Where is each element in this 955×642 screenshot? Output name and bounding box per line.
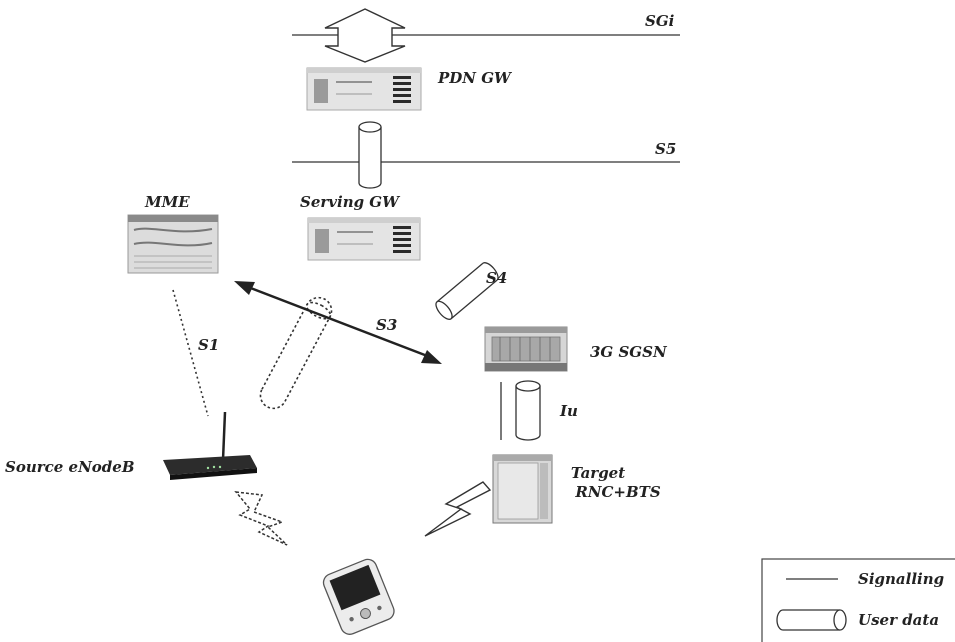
iu-label: Iu — [559, 402, 578, 420]
sgi-double-arrow — [324, 8, 406, 63]
iu-user-data-tunnel — [515, 380, 541, 441]
source-enodeb-label: Source eNodeB — [5, 458, 135, 476]
legend-signalling-label: Signalling — [858, 570, 944, 588]
target-label-line1: Target — [571, 464, 625, 482]
target-label-line2: RNC+BTS — [574, 483, 661, 501]
pdn-gw-label: PDN GW — [437, 69, 513, 87]
s1-label: S1 — [198, 336, 219, 354]
serving-gw-label: Serving GW — [300, 193, 401, 211]
radio-link-source-icon — [234, 491, 288, 546]
s3-signalling-arrow — [234, 281, 442, 364]
s1-signalling-line — [172, 289, 209, 417]
s4-label: S4 — [486, 269, 507, 287]
s3-label: S3 — [376, 316, 397, 334]
s5-user-data-tunnel — [358, 121, 382, 189]
legend-user-data-label: User data — [858, 611, 939, 629]
s4-user-data-tunnel — [435, 262, 499, 320]
s5-label: S5 — [655, 140, 676, 158]
radio-link-target-icon — [424, 481, 492, 537]
mme-server — [127, 214, 219, 274]
sgi-interface: SGi — [292, 8, 680, 63]
forwarding-tunnel-dotted — [259, 296, 333, 410]
mme-label: MME — [144, 193, 190, 211]
sgi-label: SGi — [645, 12, 675, 30]
sgsn-label: 3G SGSN — [590, 343, 668, 361]
pdn-gw-server — [306, 67, 422, 111]
target-rnc-bts-cabinet — [492, 454, 553, 524]
legend-box: Signalling User data — [761, 558, 955, 642]
legend-user-data-swatch — [776, 609, 847, 631]
mobile-handset-icon — [322, 558, 395, 635]
serving-gw-server — [307, 217, 421, 261]
sgsn-equipment — [484, 326, 568, 372]
source-enodeb-router — [163, 411, 257, 480]
